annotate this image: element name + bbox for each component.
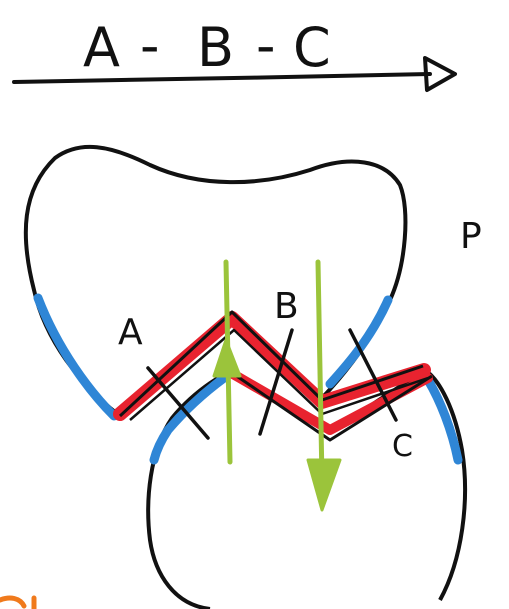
green-arrow-down-shaft	[318, 262, 322, 480]
upper-tooth-blue-right	[330, 300, 388, 384]
side-label-p: P	[460, 216, 482, 257]
title-dash-2: -	[256, 14, 276, 77]
contact-label-b: B	[274, 286, 299, 327]
contact-zigzag	[120, 312, 432, 440]
title-group: A - B - C	[83, 14, 331, 79]
contact-label-c: C	[392, 429, 413, 464]
green-arrow-down-head-icon	[308, 460, 340, 510]
title-c: C	[293, 16, 331, 79]
orange-edge-mark	[0, 598, 34, 609]
upper-tooth-blue-left	[38, 298, 114, 416]
title-b: B	[197, 16, 234, 79]
lower-tooth	[148, 370, 465, 609]
title-a: A	[83, 16, 120, 79]
contact-label-a: A	[118, 312, 143, 353]
sequence-arrow	[14, 58, 455, 90]
title-dash-1: -	[140, 14, 160, 77]
